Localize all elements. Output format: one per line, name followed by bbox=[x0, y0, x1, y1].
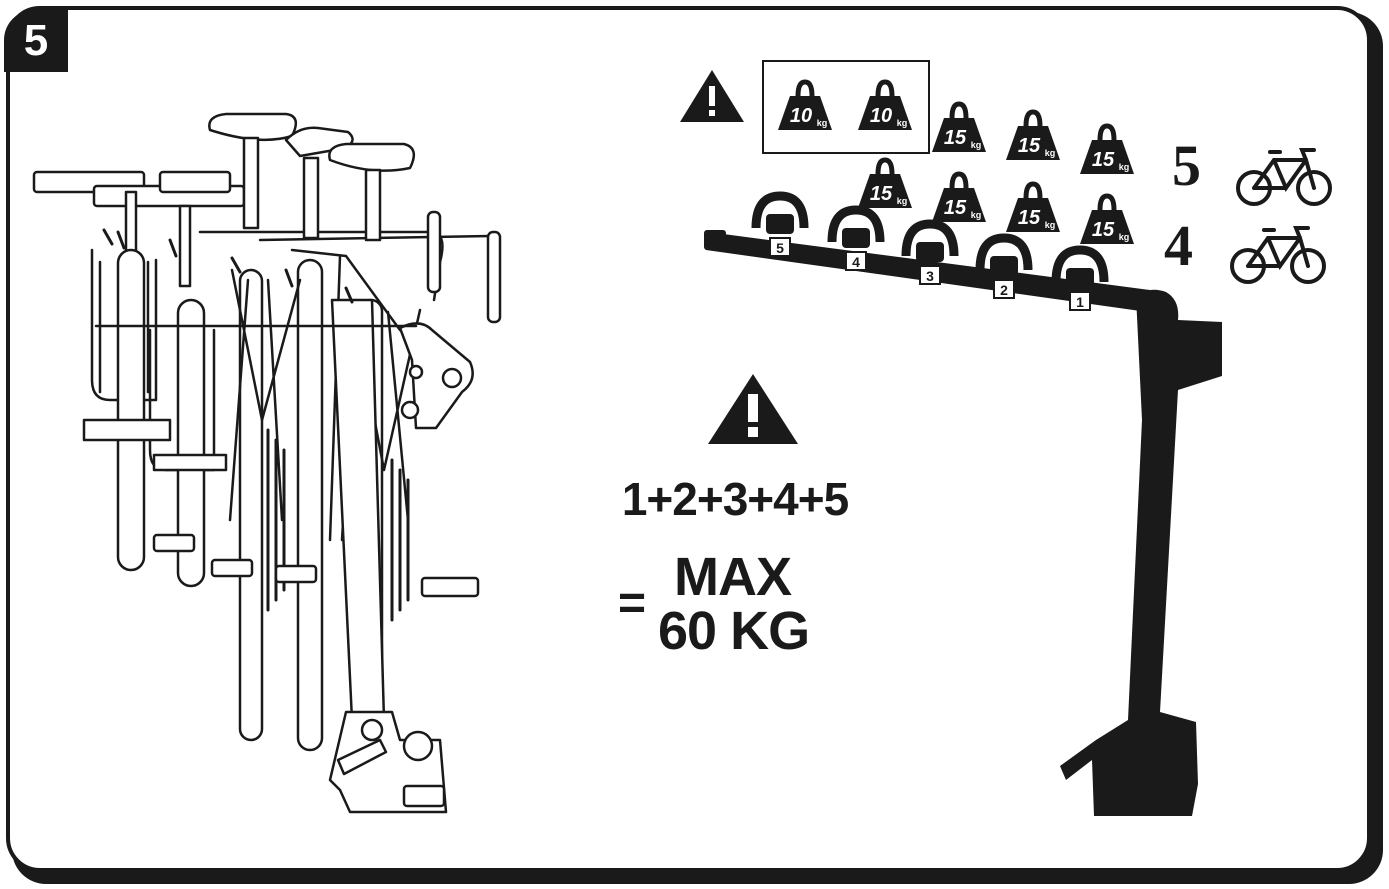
weight-icon: 15 kg bbox=[1080, 193, 1134, 244]
slot-number: 4 bbox=[852, 254, 860, 270]
warning-triangle-icon bbox=[680, 70, 744, 122]
weight-value: 15 bbox=[870, 183, 893, 205]
mtb-weights-box bbox=[762, 60, 930, 154]
step-badge: 5 bbox=[4, 10, 68, 72]
weight-unit: kg bbox=[971, 140, 982, 150]
rack-cradle: 2 bbox=[975, 233, 1033, 299]
weight-icon: 10 kg bbox=[858, 79, 912, 130]
weight-unit: kg bbox=[1119, 162, 1130, 172]
weight-unit: kg bbox=[897, 118, 908, 128]
weight-value: 15 bbox=[1018, 135, 1041, 157]
hitch-knob bbox=[402, 730, 434, 762]
weight-icon: 15 kg bbox=[1006, 109, 1060, 160]
weight-value: 10 bbox=[790, 105, 812, 127]
weight-value: 15 bbox=[944, 127, 967, 149]
weight-unit: kg bbox=[1045, 148, 1056, 158]
pedal bbox=[210, 558, 254, 578]
pedal bbox=[420, 576, 480, 598]
rack-cradle: 3 bbox=[901, 219, 959, 285]
equals-sign: = bbox=[618, 577, 647, 630]
weight-unit: kg bbox=[1045, 220, 1056, 230]
rack-cradle: 4 bbox=[827, 205, 885, 271]
weight-value: 10 bbox=[870, 105, 892, 127]
weight-icon: 15 kg bbox=[932, 101, 986, 152]
rack-cradle: 1 bbox=[1051, 245, 1109, 311]
weight-value: 15 bbox=[1018, 207, 1041, 229]
bike-count-five: 5 bbox=[1172, 133, 1201, 198]
max-load-value: 60 KG bbox=[658, 601, 810, 661]
weight-icon: 15 kg bbox=[1080, 123, 1134, 174]
slot-number: 5 bbox=[776, 240, 784, 256]
weight-icon: 15 kg bbox=[858, 157, 912, 208]
weight-value: 15 bbox=[1092, 149, 1115, 171]
rack-cradle: 5 bbox=[751, 191, 809, 257]
slot-number: 3 bbox=[926, 268, 934, 284]
weight-unit: kg bbox=[971, 210, 982, 220]
weight-icon: 10 kg bbox=[778, 79, 832, 130]
weight-value: 15 bbox=[1092, 219, 1115, 241]
weight-value: 15 bbox=[944, 197, 967, 219]
slot-sum: 1+2+3+4+5 bbox=[621, 473, 849, 525]
weight-unit: kg bbox=[817, 118, 828, 128]
weight-unit: kg bbox=[897, 196, 908, 206]
rack-mast bbox=[1060, 289, 1222, 816]
slot-number: 2 bbox=[1000, 282, 1008, 298]
max-label: MAX bbox=[674, 547, 792, 607]
wheel bbox=[296, 258, 324, 752]
weight-icon: 15 kg bbox=[932, 171, 986, 222]
weight-icon: 15 kg bbox=[1006, 181, 1060, 232]
bicycle-icon bbox=[1230, 226, 1326, 284]
slot-number: 1 bbox=[1076, 294, 1084, 310]
warning-triangle-icon bbox=[708, 374, 798, 444]
weight-unit: kg bbox=[1119, 232, 1130, 242]
bike-count-four: 4 bbox=[1164, 213, 1193, 278]
bicycle-icon bbox=[1236, 148, 1332, 206]
pedal bbox=[152, 533, 196, 553]
handlebar bbox=[158, 170, 232, 194]
pedal bbox=[274, 564, 318, 584]
